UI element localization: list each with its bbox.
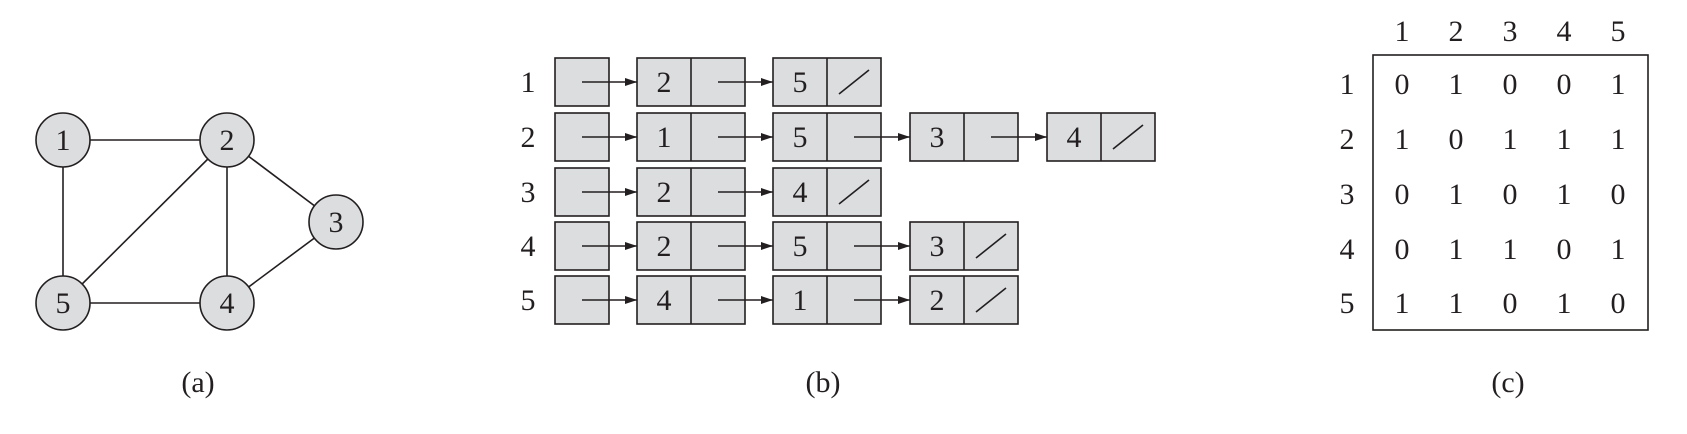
vertex-circle <box>199 275 255 331</box>
matrix-cell: 1 <box>1395 287 1410 320</box>
matrix-cell: 1 <box>1611 233 1626 266</box>
adj-list-vertex-label: 2 <box>521 121 536 154</box>
matrix-border <box>1372 54 1649 331</box>
nil-pointer-slash <box>1112 124 1144 150</box>
graph-edges <box>62 139 337 304</box>
matrix-cell: 1 <box>1557 178 1572 211</box>
adj-list-row-5: 5 4 1 2 <box>521 275 1019 325</box>
matrix-cell: 1 <box>1449 178 1464 211</box>
caption-c: (c) <box>1491 366 1524 399</box>
adj-list-neighbor-value: 2 <box>930 284 945 317</box>
adj-list-vertex-label: 4 <box>521 230 536 263</box>
matrix-cell: 0 <box>1503 68 1518 101</box>
matrix-cell: 0 <box>1503 178 1518 211</box>
matrix-cell: 1 <box>1395 123 1410 156</box>
adj-list-neighbor-value: 5 <box>793 66 808 99</box>
caption-a: (a) <box>181 366 214 399</box>
matrix-cell: 0 <box>1611 287 1626 320</box>
adj-list-neighbor-value: 1 <box>793 284 808 317</box>
matrix-cell: 1 <box>1449 68 1464 101</box>
vertex-label: 3 <box>329 206 344 239</box>
adj-list-row-1: 1 2 5 <box>521 57 882 107</box>
matrix-cell: 0 <box>1395 233 1410 266</box>
adj-list-neighbor-value: 5 <box>793 121 808 154</box>
matrix-cell: 1 <box>1503 123 1518 156</box>
adj-list-neighbor-value: 4 <box>657 284 672 317</box>
matrix-column-header: 1 <box>1395 15 1410 48</box>
vertex-circle <box>199 112 255 168</box>
vertex-circle <box>35 112 91 168</box>
matrix-cell: 0 <box>1395 178 1410 211</box>
graph-vertex-3: 3 <box>308 194 364 250</box>
adj-list-row-3: 3 2 4 <box>521 167 882 217</box>
matrix-cell: 0 <box>1395 68 1410 101</box>
matrix-column-header: 3 <box>1503 15 1518 48</box>
matrix-column-header: 5 <box>1611 15 1626 48</box>
matrix-row-header: 2 <box>1340 123 1355 156</box>
matrix-cell: 1 <box>1503 233 1518 266</box>
matrix-cell: 1 <box>1611 68 1626 101</box>
adj-list-neighbor-value: 2 <box>657 176 672 209</box>
matrix-column-header: 4 <box>1557 15 1572 48</box>
panel-c-adjacency-matrix: 1 2 3 4 5 1 2 3 4 5 0 1 0 0 1 1 0 1 1 1 0 1 0 1 0 0 1 1 0 1 1 1 0 1 0 (c) <box>1340 15 1649 399</box>
matrix-column-header: 2 <box>1449 15 1464 48</box>
matrix-cell: 0 <box>1557 233 1572 266</box>
adj-list-neighbor-value: 1 <box>657 121 672 154</box>
adj-list-vertex-label: 3 <box>521 176 536 209</box>
adj-list-neighbor-value: 2 <box>657 230 672 263</box>
nil-pointer-slash <box>975 233 1007 259</box>
adjacency-list: 1 2 5 2 1 5 3 4 3 2 4 4 2 5 3 5 4 1 2 <box>521 57 1156 325</box>
graph-vertex-2: 2 <box>199 112 255 168</box>
graph-vertices: 1 2 3 4 5 <box>35 112 364 331</box>
matrix-row-header: 3 <box>1340 178 1355 211</box>
graph-edge-2-5 <box>62 139 228 304</box>
adj-list-neighbor-value: 3 <box>930 121 945 154</box>
panel-a-graph: 1 2 3 4 5 (a) <box>35 112 364 399</box>
adj-list-neighbor-value: 2 <box>657 66 672 99</box>
matrix-cell: 1 <box>1449 233 1464 266</box>
matrix-cell: 0 <box>1557 68 1572 101</box>
caption-b: (b) <box>806 366 841 399</box>
graph-vertex-5: 5 <box>35 275 91 331</box>
graph-vertex-4: 4 <box>199 275 255 331</box>
matrix-row-header: 5 <box>1340 287 1355 320</box>
matrix-cell: 0 <box>1611 178 1626 211</box>
adj-list-neighbor-value: 5 <box>793 230 808 263</box>
adj-list-vertex-label: 5 <box>521 284 536 317</box>
adj-list-neighbor-value: 4 <box>1067 121 1082 154</box>
matrix-cell: 1 <box>1557 287 1572 320</box>
vertex-label: 5 <box>56 287 71 320</box>
vertex-label: 4 <box>220 287 235 320</box>
matrix-cell: 0 <box>1503 287 1518 320</box>
adj-list-neighbor-value: 4 <box>793 176 808 209</box>
graph-vertex-1: 1 <box>35 112 91 168</box>
vertex-circle <box>35 275 91 331</box>
adj-list-row-2: 2 1 5 3 4 <box>521 112 1156 162</box>
vertex-label: 1 <box>56 124 71 157</box>
adj-list-row-4: 4 2 5 3 <box>521 221 1019 271</box>
matrix-cell: 1 <box>1557 123 1572 156</box>
vertex-label: 2 <box>220 124 235 157</box>
panel-b-adjacency-list: 1 2 5 2 1 5 3 4 3 2 4 4 2 5 3 5 4 1 2 (b) <box>521 57 1156 399</box>
vertex-circle <box>308 194 364 250</box>
matrix-row-header: 1 <box>1340 68 1355 101</box>
matrix-cell: 0 <box>1449 123 1464 156</box>
adjacency-matrix: 1 2 3 4 5 1 2 3 4 5 0 1 0 0 1 1 0 1 1 1 0 1 0 1 0 0 1 1 0 1 1 1 0 1 0 <box>1340 15 1626 320</box>
adj-list-neighbor-value: 3 <box>930 230 945 263</box>
matrix-row-header: 4 <box>1340 233 1355 266</box>
matrix-cell: 1 <box>1449 287 1464 320</box>
matrix-cell: 1 <box>1611 123 1626 156</box>
nil-pointer-slash <box>838 179 870 205</box>
adj-list-vertex-label: 1 <box>521 66 536 99</box>
nil-pointer-slash <box>838 69 870 95</box>
nil-pointer-slash <box>975 287 1007 313</box>
